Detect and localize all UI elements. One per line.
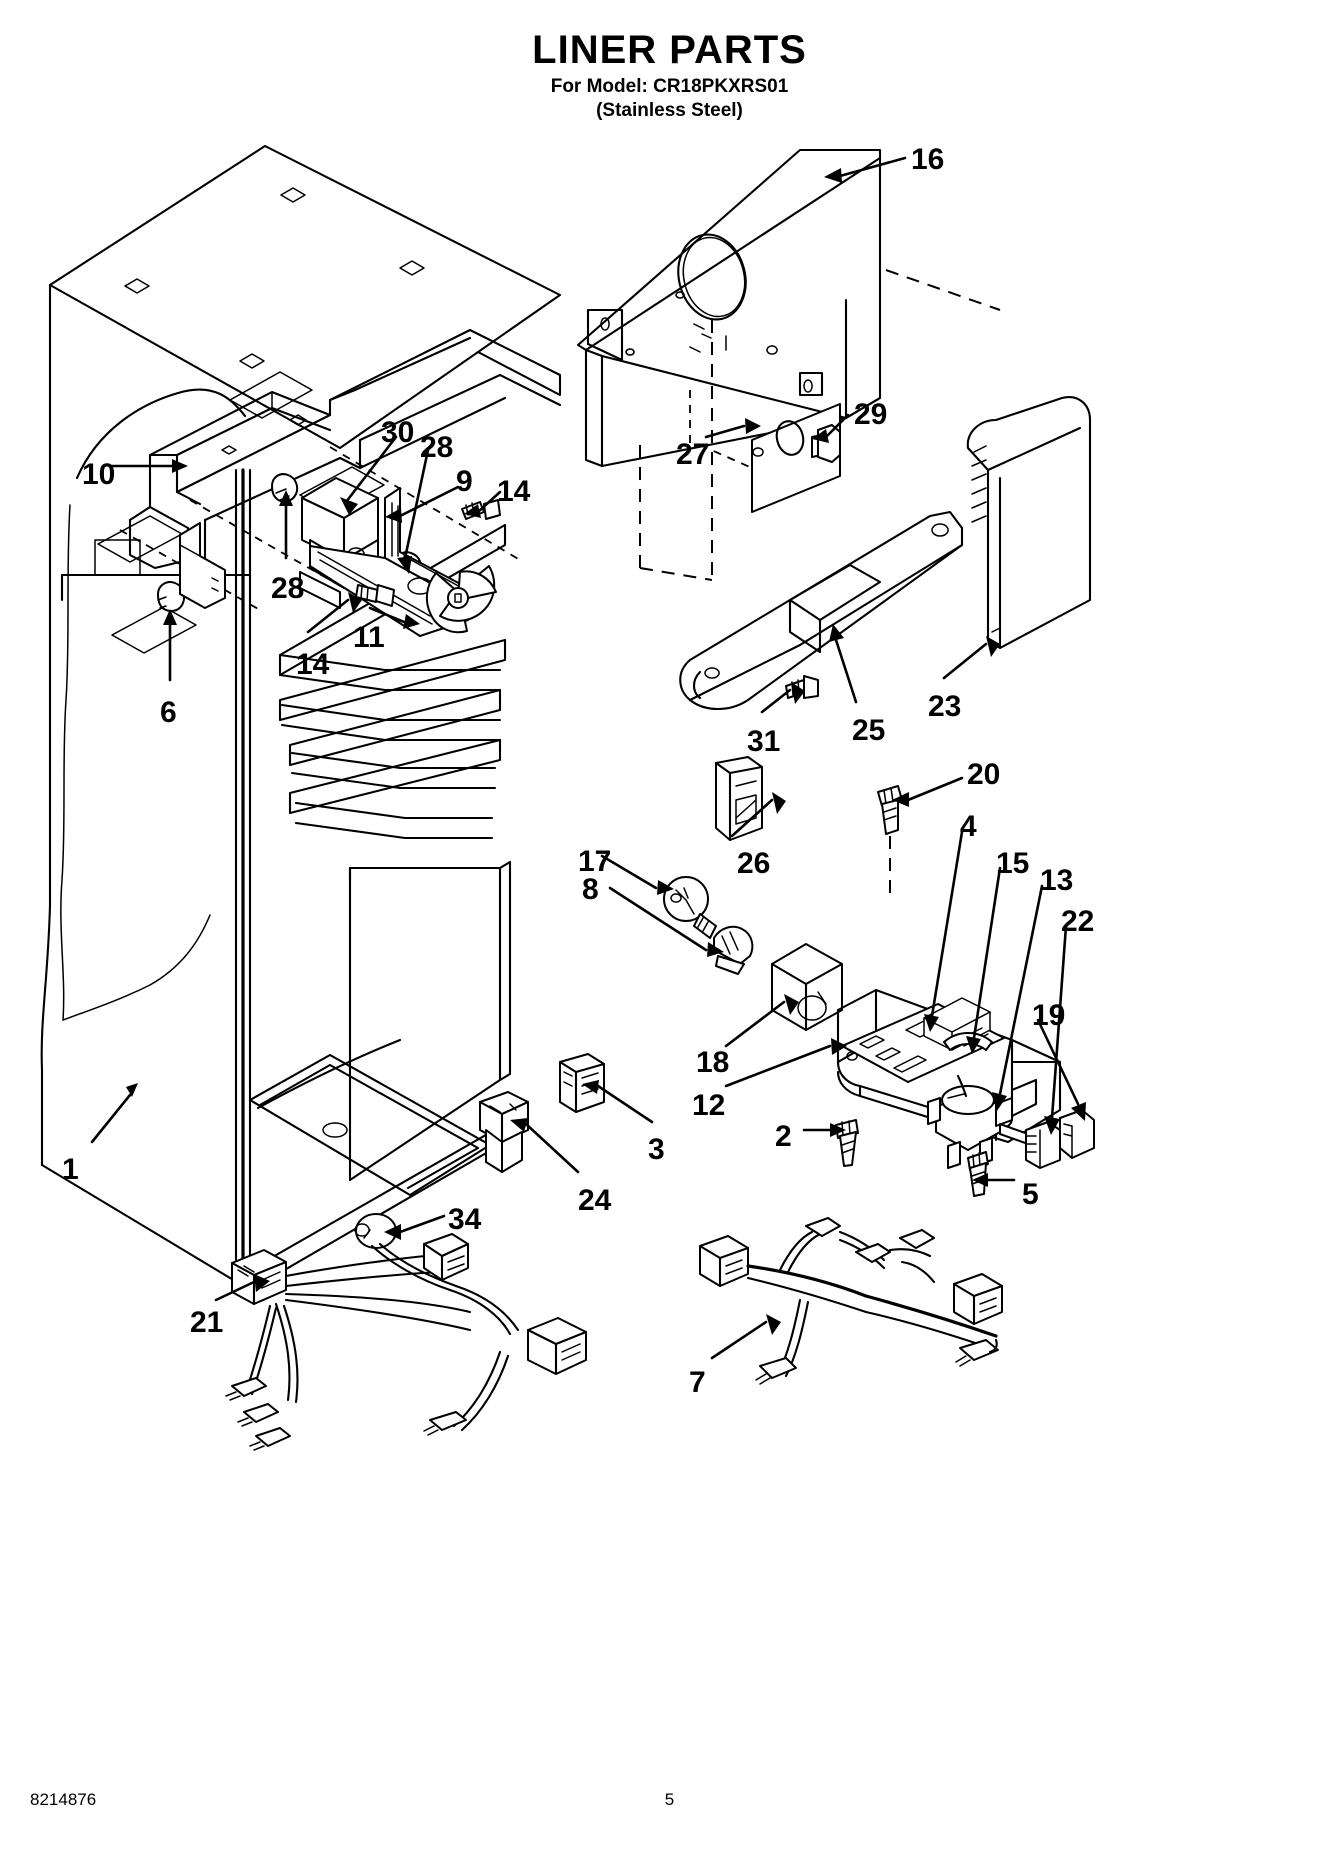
callout-19: 19 <box>1032 999 1066 1032</box>
light-socket-art <box>713 925 754 975</box>
callout-22: 22 <box>1061 905 1095 938</box>
terminal-connector-art <box>1059 1109 1095 1159</box>
callout-2: 2 <box>775 1120 792 1153</box>
evaporator-fan-blade-art <box>425 565 497 634</box>
connector-24-art <box>478 1091 530 1173</box>
callout-4: 4 <box>960 810 977 843</box>
callout-9: 9 <box>456 465 473 498</box>
drip-tray-duct-art <box>679 510 964 710</box>
grommet-lower-art <box>271 473 299 503</box>
callout-13: 13 <box>1040 864 1074 897</box>
callout-3: 3 <box>648 1133 665 1166</box>
screw-20-art <box>877 785 903 896</box>
grommet-34-art <box>354 1213 397 1249</box>
callout-1: 1 <box>62 1153 79 1186</box>
connector-26-art <box>714 756 764 842</box>
callout-27: 27 <box>676 438 710 471</box>
callout-23: 23 <box>928 690 962 723</box>
page-number: 5 <box>664 1790 675 1809</box>
finish-line: (Stainless Steel) <box>596 100 743 121</box>
wire-harness-upper-art <box>225 1233 588 1451</box>
leader-lines <box>90 156 1086 1360</box>
connector-22-art <box>1025 1121 1061 1169</box>
callout-29: 29 <box>854 398 888 431</box>
document-part-number: 8214876 <box>30 1790 97 1809</box>
screw-2-art <box>835 1119 859 1167</box>
callout-15: 15 <box>996 847 1030 880</box>
callout-34: 34 <box>448 1203 482 1236</box>
callout-14-upper: 14 <box>497 475 531 508</box>
light-housing-art <box>770 943 844 1032</box>
callout-18: 18 <box>696 1046 730 1079</box>
light-bulb-art <box>663 876 717 939</box>
evaporator-cover-panel-art <box>576 148 1001 581</box>
callout-28-upper: 28 <box>420 431 454 464</box>
callout-20: 20 <box>967 758 1001 791</box>
callout-26: 26 <box>737 847 771 880</box>
callout-28-lower: 28 <box>271 572 305 605</box>
callout-14-lower: 14 <box>296 648 330 681</box>
page-title: LINER PARTS <box>532 28 807 72</box>
model-line: For Model: CR18PKXRS01 <box>550 76 789 97</box>
callout-7: 7 <box>689 1366 706 1399</box>
callout-25: 25 <box>852 714 886 747</box>
thermostat-art <box>927 1074 1029 1169</box>
screw-fan-lower-art <box>355 584 395 607</box>
air-duct-cover-art <box>966 396 1092 650</box>
callout-11: 11 <box>353 621 385 654</box>
callout-8: 8 <box>582 873 599 906</box>
callout-21: 21 <box>190 1306 224 1339</box>
plug-button-art <box>157 581 186 612</box>
callout-6: 6 <box>160 696 177 729</box>
callout-31: 31 <box>747 725 781 758</box>
callout-10: 10 <box>82 458 116 491</box>
callout-30: 30 <box>381 416 415 449</box>
callout-5: 5 <box>1022 1178 1039 1211</box>
screw-5-art <box>967 1151 989 1197</box>
wire-harness-lower-art <box>698 1217 1004 1385</box>
rail-bracket-art <box>179 522 226 609</box>
callout-12: 12 <box>692 1089 726 1122</box>
callout-17: 17 <box>578 845 612 878</box>
callout-24: 24 <box>578 1184 612 1217</box>
cabinet-liner-art <box>40 144 562 1292</box>
callout-16: 16 <box>911 143 945 176</box>
